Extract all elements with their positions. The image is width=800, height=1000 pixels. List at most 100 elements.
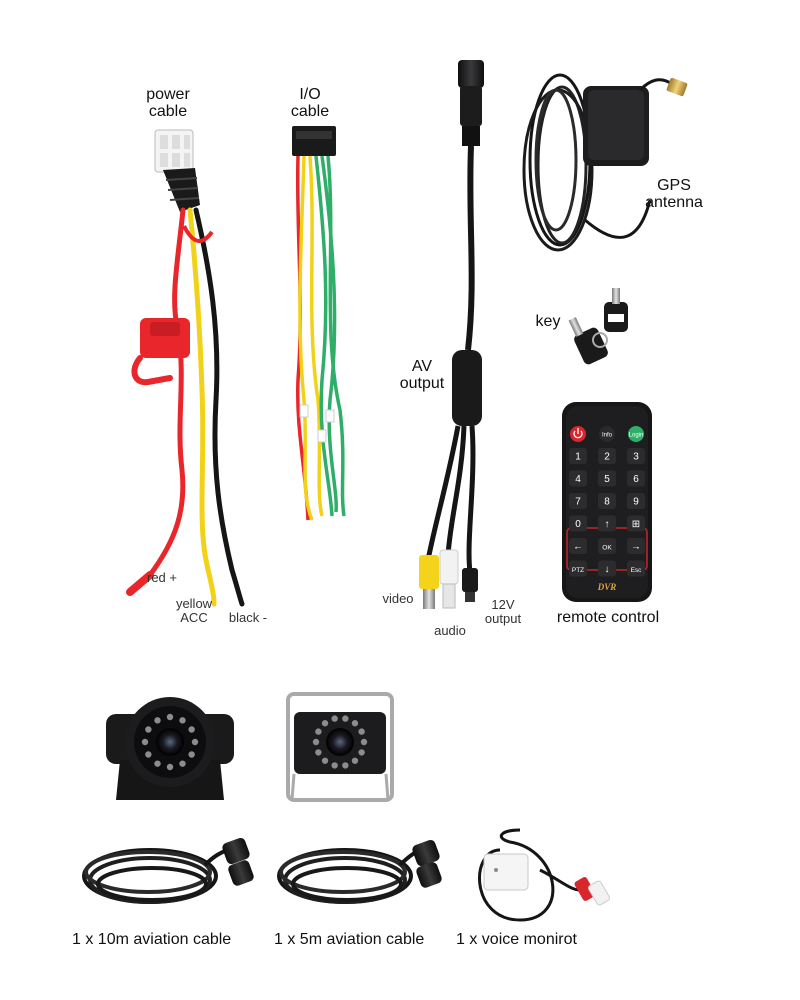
label-red-plus: red + — [147, 570, 177, 585]
remote-key-label: 5 — [604, 474, 610, 485]
remote-key — [598, 470, 616, 487]
ir-led — [315, 749, 322, 756]
remote-key — [569, 515, 587, 532]
ir-led — [351, 720, 359, 727]
remote-key — [569, 560, 587, 577]
ir-led — [331, 715, 338, 722]
remote-key — [627, 493, 645, 509]
box-camera-lens — [326, 728, 354, 756]
remote-key-label: 6 — [633, 474, 639, 485]
remote-key-label: 1 — [575, 452, 581, 463]
remote-key-label: 2 — [604, 452, 610, 463]
voice-monitor-box — [483, 853, 529, 891]
remote-key — [627, 448, 645, 464]
label-voice-monitor: 1 x voice monirot — [456, 931, 577, 948]
label-power-cable-line1: power — [146, 86, 190, 103]
remote-key — [627, 470, 645, 487]
label-gps-antenna: GPS antenna — [636, 177, 712, 211]
remote-key-label: Esc — [631, 567, 643, 574]
remote-key — [569, 470, 587, 487]
ir-led — [188, 726, 195, 733]
voice-monitor — [478, 828, 610, 922]
label-gps-antenna-line1: GPS — [657, 177, 691, 194]
label-5m-aviation-cable: 1 x 5m aviation cable — [274, 931, 425, 948]
label-io-cable-line1: I/O — [299, 86, 321, 103]
remote-key-label: ↓ — [605, 564, 610, 575]
dome-camera — [106, 697, 234, 800]
aviation-cable-5m — [277, 839, 442, 904]
ir-led — [166, 763, 174, 771]
ir-led — [191, 738, 199, 746]
video-rca-yellow — [419, 555, 439, 589]
remote-key-label: 4 — [575, 474, 581, 485]
ir-led — [342, 715, 349, 722]
av-output-cable — [419, 60, 484, 609]
power-icon — [573, 428, 583, 439]
yellow-wire — [187, 207, 217, 607]
ir-led — [145, 726, 152, 733]
remote-key-label: ↑ — [605, 519, 610, 530]
audio-rca-white — [439, 549, 459, 585]
ir-led — [179, 717, 186, 724]
remote-key — [598, 515, 616, 532]
remote-login-label: Login — [629, 433, 644, 439]
sma-connector — [666, 77, 688, 97]
label-power-cable: power cable — [138, 86, 198, 120]
label-yellow-acc: yellow ACC — [170, 597, 218, 625]
gps-antenna — [522, 73, 688, 252]
remote-key — [569, 448, 587, 464]
ir-led — [321, 757, 329, 764]
remote-key — [627, 515, 645, 532]
remote-key — [627, 538, 645, 554]
remote-key-label: → — [631, 542, 641, 553]
black-wire — [193, 207, 245, 607]
voice-rca-white — [588, 880, 610, 906]
remote-key-label: 8 — [604, 497, 610, 508]
label-12v-output: 12V output — [476, 598, 530, 626]
remote-key — [627, 560, 645, 577]
label-remote-control: remote control — [556, 609, 660, 626]
label-gps-antenna-line2: antenna — [645, 194, 703, 211]
ir-led — [312, 738, 320, 746]
remote-key — [569, 493, 587, 509]
ir-led — [141, 738, 149, 746]
label-video: video — [382, 591, 414, 606]
key-2 — [574, 327, 608, 365]
ir-led — [179, 760, 186, 767]
remote-key-label: ⊞ — [632, 519, 640, 530]
label-io-cable-line2: cable — [290, 103, 330, 120]
ir-led — [331, 762, 338, 769]
remote-key — [598, 493, 616, 509]
label-yellow-acc-line1: yellow — [175, 596, 213, 611]
voice-rca-red — [574, 877, 596, 901]
label-av-output-line2: output — [399, 375, 445, 392]
label-io-cable: I/O cable — [282, 86, 338, 120]
label-black-minus: black - — [228, 610, 268, 625]
ir-led — [342, 762, 349, 769]
ir-led — [154, 717, 161, 724]
remote-key — [598, 448, 616, 464]
remote-key-label: 9 — [633, 497, 639, 508]
remote-key-label: PTZ — [572, 567, 584, 574]
dome-lens — [156, 728, 184, 756]
remote-key-label: OK — [602, 545, 612, 552]
label-12v-output-line1: 12V — [491, 597, 515, 612]
remote-brand: DVR — [597, 582, 617, 592]
remote-key-label: 0 — [575, 519, 581, 530]
remote-key-label: ← — [573, 542, 583, 553]
aviation-plug — [458, 60, 484, 88]
av-splitter — [452, 350, 482, 426]
power-cable — [126, 129, 245, 607]
ir-led — [166, 713, 174, 721]
remote-info-button — [599, 426, 615, 442]
remote-key — [598, 560, 616, 577]
label-key: key — [535, 313, 561, 330]
dc-plug-12v — [462, 568, 478, 592]
label-power-cable-line2: cable — [148, 103, 188, 120]
remote-key-label: 3 — [633, 452, 639, 463]
aviation-cable-10m — [82, 837, 254, 904]
label-10m-aviation-cable: 1 x 10m aviation cable — [72, 931, 232, 948]
